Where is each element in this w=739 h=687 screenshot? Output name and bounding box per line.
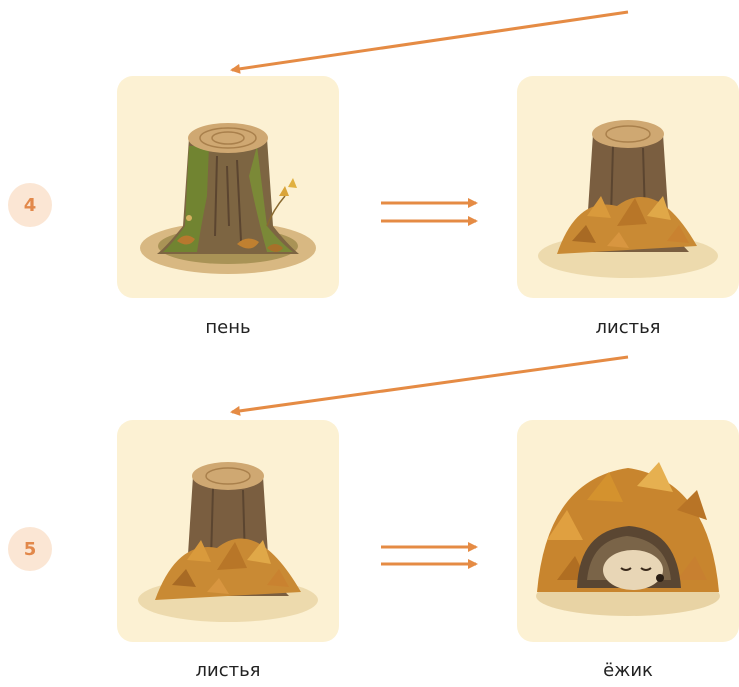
image-card-leaves	[517, 76, 739, 298]
hedgehog-under-leaves-image	[517, 420, 739, 642]
image-caption: листья	[108, 660, 348, 681]
image-caption: ёжик	[508, 660, 739, 681]
image-caption: пень	[108, 317, 348, 338]
image-card-stump	[117, 76, 339, 298]
stump-with-leaves-image	[517, 76, 739, 298]
mossy-tree-stump-image	[117, 76, 339, 298]
image-card-hedgehog	[517, 420, 739, 642]
step-number-badge: 4	[8, 183, 52, 227]
arrow-from-previous	[232, 12, 628, 70]
arrow-row4-to-row5	[232, 357, 628, 412]
image-caption: листья	[508, 317, 739, 338]
step-number-badge: 5	[8, 527, 52, 571]
image-card-leaves	[117, 420, 339, 642]
stump-with-leaves-image	[117, 420, 339, 642]
